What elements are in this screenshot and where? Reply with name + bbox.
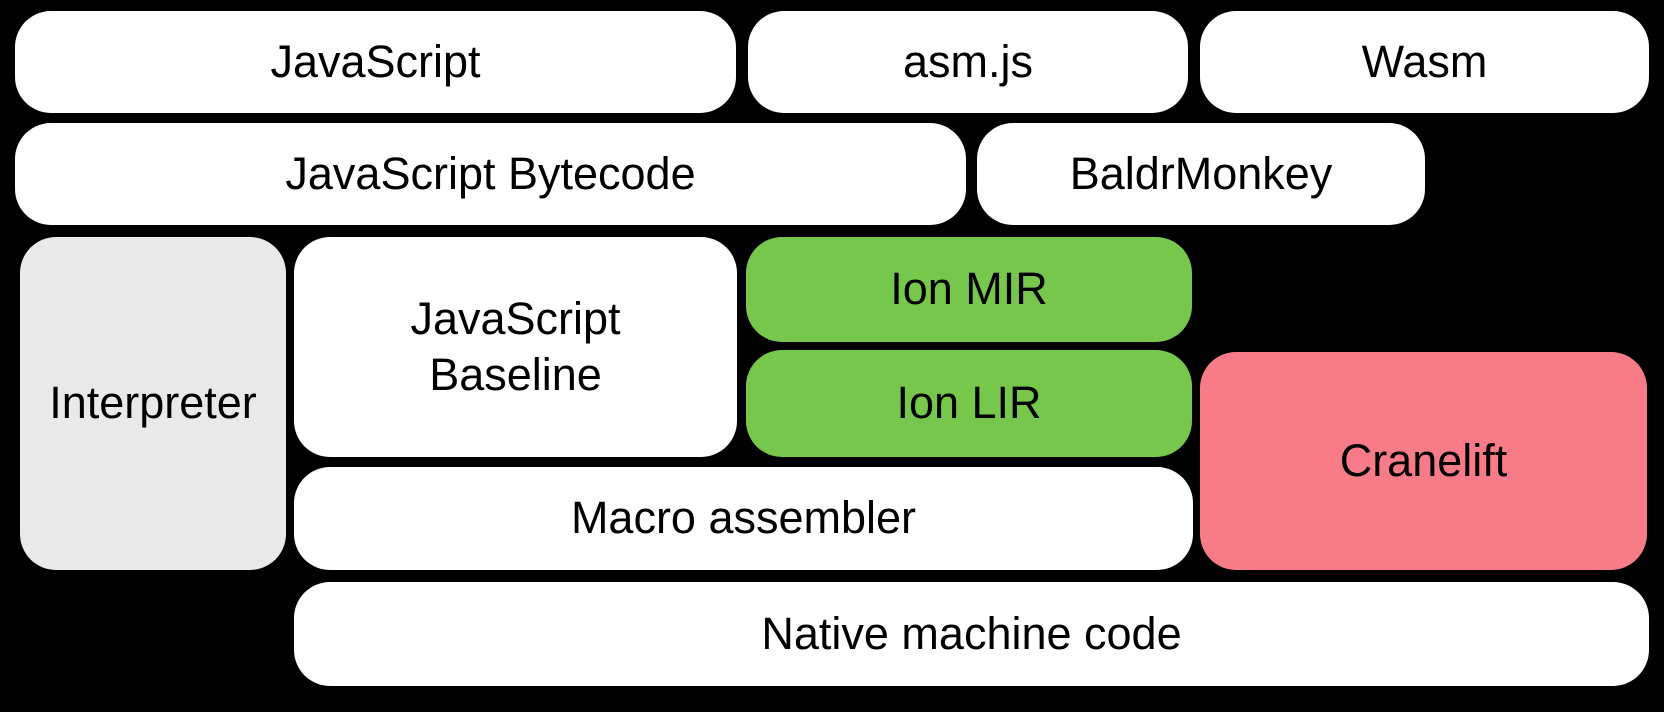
box-interpreter: Interpreter [20, 237, 286, 570]
box-javascript-baseline-label: JavaScript Baseline [410, 292, 621, 400]
box-ion-mir-label: Ion MIR [890, 263, 1048, 315]
box-native-machine-code: Native machine code [294, 582, 1649, 686]
box-baldrmonkey-label: BaldrMonkey [1069, 147, 1333, 199]
box-wasm: Wasm [1200, 11, 1649, 113]
box-cranelift-label: Cranelift [1339, 434, 1508, 486]
box-ion-lir: Ion LIR [746, 350, 1192, 457]
box-javascript-bytecode: JavaScript Bytecode [15, 123, 966, 225]
box-baldrmonkey: BaldrMonkey [977, 123, 1425, 225]
box-ion-mir: Ion MIR [746, 237, 1192, 342]
box-macro-assembler-label: Macro assembler [570, 492, 917, 544]
box-javascript-baseline: JavaScript Baseline [294, 237, 737, 457]
box-asmjs: asm.js [748, 11, 1188, 113]
box-interpreter-label: Interpreter [49, 377, 257, 429]
box-macro-assembler: Macro assembler [294, 467, 1193, 570]
box-ion-lir-label: Ion LIR [896, 377, 1042, 429]
box-wasm-label: Wasm [1361, 35, 1488, 87]
box-cranelift: Cranelift [1200, 352, 1647, 570]
box-asmjs-label: asm.js [902, 35, 1033, 87]
box-javascript-bytecode-label: JavaScript Bytecode [285, 147, 696, 199]
box-javascript: JavaScript [15, 11, 736, 113]
box-javascript-label: JavaScript [270, 35, 481, 87]
box-native-machine-code-label: Native machine code [761, 607, 1182, 659]
